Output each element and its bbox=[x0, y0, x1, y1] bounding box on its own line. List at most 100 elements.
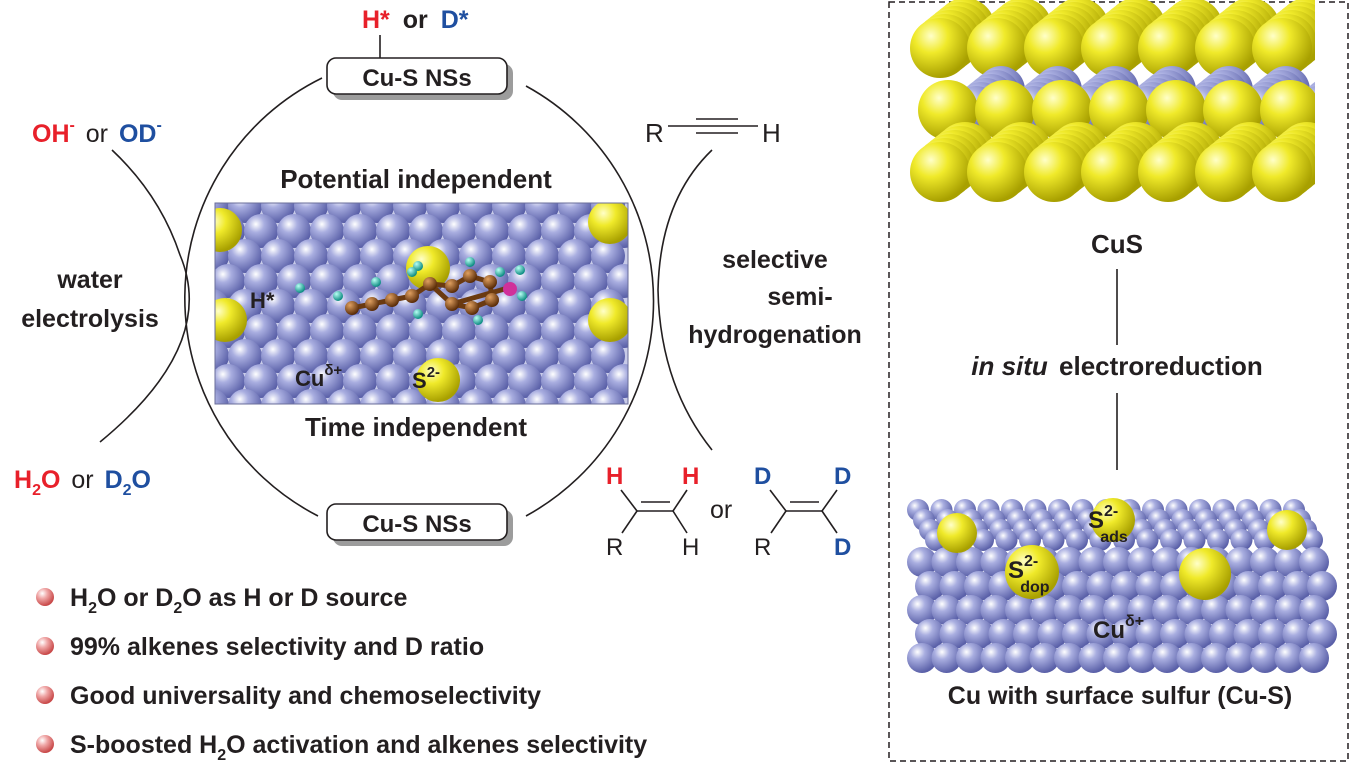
cu-atom bbox=[310, 264, 344, 298]
cu-atom bbox=[1066, 529, 1088, 551]
cu-atom bbox=[591, 339, 625, 373]
cu-delta-label: Cuδ+ bbox=[1093, 613, 1144, 644]
carbon-atom bbox=[365, 297, 379, 311]
cu-atom bbox=[525, 339, 559, 373]
cu-atom bbox=[376, 264, 410, 298]
cu-atom bbox=[1299, 595, 1329, 625]
cu-atom bbox=[1301, 529, 1323, 551]
cu-atom bbox=[277, 364, 311, 398]
cu-atom bbox=[1135, 619, 1166, 649]
inset-s-label: S2- bbox=[412, 364, 440, 393]
s-atom bbox=[910, 142, 970, 202]
carbon-atom bbox=[485, 293, 499, 307]
time-independent-label: Time independent bbox=[305, 412, 527, 442]
cu-atom bbox=[393, 389, 427, 404]
or-label: or bbox=[403, 6, 428, 34]
surface-inset: H* Cuδ+ S2- bbox=[214, 202, 629, 405]
cu-atom bbox=[376, 214, 410, 248]
h-atom bbox=[465, 257, 475, 267]
cus-label: CuS bbox=[1091, 229, 1143, 259]
cu-atom bbox=[525, 389, 559, 404]
cu-atom bbox=[558, 289, 592, 323]
cu-atom bbox=[1111, 619, 1141, 649]
semi-label: semi- bbox=[767, 283, 832, 311]
cu-atom bbox=[492, 389, 526, 404]
cu-atom bbox=[393, 339, 427, 373]
cu-atom bbox=[1062, 571, 1092, 601]
cu-atom bbox=[915, 571, 945, 601]
cu-atom bbox=[956, 547, 986, 577]
cu-atom bbox=[1054, 595, 1084, 625]
cu-atom bbox=[261, 389, 295, 404]
cu-atom bbox=[1054, 547, 1084, 577]
cu-atom bbox=[1314, 87, 1315, 101]
bond bbox=[451, 285, 509, 307]
cu-atom bbox=[558, 389, 592, 404]
cu-atom bbox=[244, 364, 278, 398]
s-atom bbox=[1005, 545, 1059, 599]
cu-atom bbox=[327, 339, 361, 373]
s-atom bbox=[910, 18, 970, 78]
catalyst-top-label: Cu-S NSs bbox=[362, 65, 471, 92]
cu-atom bbox=[1103, 547, 1133, 577]
cu-atom bbox=[343, 364, 377, 398]
cu-atom bbox=[907, 547, 937, 577]
catalyst-box-bottom: Cu-S NSs bbox=[326, 503, 513, 546]
od-label: OD bbox=[119, 120, 157, 148]
s-atom bbox=[1024, 18, 1084, 78]
cu-atom bbox=[1152, 643, 1182, 673]
cu-atom bbox=[1176, 643, 1207, 673]
cu-atom bbox=[1078, 595, 1109, 625]
cu-atom bbox=[907, 643, 937, 673]
cu-atom bbox=[525, 239, 559, 273]
cu-atom bbox=[574, 364, 608, 398]
cu-atom bbox=[1309, 82, 1315, 114]
cu-atom bbox=[931, 643, 962, 673]
bullet-item-2: 99% alkenes selectivity and D ratio bbox=[36, 633, 484, 661]
cu-atom bbox=[1230, 529, 1253, 551]
cu-atom bbox=[931, 547, 962, 577]
cu-atom bbox=[294, 389, 328, 404]
cu-atom bbox=[1103, 643, 1133, 673]
cu-atom bbox=[1160, 529, 1182, 551]
cu-atom bbox=[1225, 643, 1256, 673]
cu-atom bbox=[1233, 619, 1264, 649]
carbon-atom bbox=[423, 277, 437, 291]
cu-atom bbox=[1207, 529, 1229, 551]
h-star-label: H* bbox=[362, 6, 390, 34]
carbon-atom bbox=[445, 279, 459, 293]
cu-atom bbox=[343, 214, 377, 248]
water-reactant-label: H2O or D2O bbox=[14, 466, 151, 499]
cycle-arc-right bbox=[525, 85, 655, 517]
h-atom bbox=[495, 267, 505, 277]
cu-atom bbox=[508, 214, 542, 248]
cu-atom bbox=[995, 529, 1018, 551]
cu-atom bbox=[1078, 547, 1109, 577]
s-atom bbox=[406, 246, 450, 290]
cu-atom bbox=[475, 314, 509, 348]
s-atom bbox=[215, 208, 242, 252]
s-atom bbox=[215, 298, 247, 342]
cu-atom bbox=[1319, 66, 1351, 114]
cu-atom bbox=[1176, 595, 1207, 625]
s-atom bbox=[1081, 18, 1141, 78]
svg-text:OH- or OD-: OH- or OD- bbox=[32, 108, 162, 148]
s-atom bbox=[1081, 142, 1141, 202]
s-atom bbox=[1138, 142, 1198, 202]
cu-atom bbox=[607, 364, 628, 398]
s-atom bbox=[1091, 498, 1135, 542]
cu-atom bbox=[607, 264, 628, 298]
s-dop-label: S2-dop bbox=[1008, 553, 1050, 596]
hydrogenation-label: hydrogenation bbox=[688, 321, 862, 349]
cu-atom bbox=[1307, 619, 1337, 649]
svg-text:H* or D*: H* or D* bbox=[362, 6, 469, 34]
cu-atom bbox=[1250, 595, 1280, 625]
cu-atom bbox=[376, 314, 410, 348]
cu-atom bbox=[1307, 571, 1337, 601]
cu-atom bbox=[907, 595, 937, 625]
cu-atom bbox=[508, 364, 542, 398]
carbon-atom bbox=[405, 289, 419, 303]
svg-text:H: H bbox=[682, 463, 699, 490]
cu-atom bbox=[1183, 529, 1206, 551]
cu-atom bbox=[442, 214, 476, 248]
